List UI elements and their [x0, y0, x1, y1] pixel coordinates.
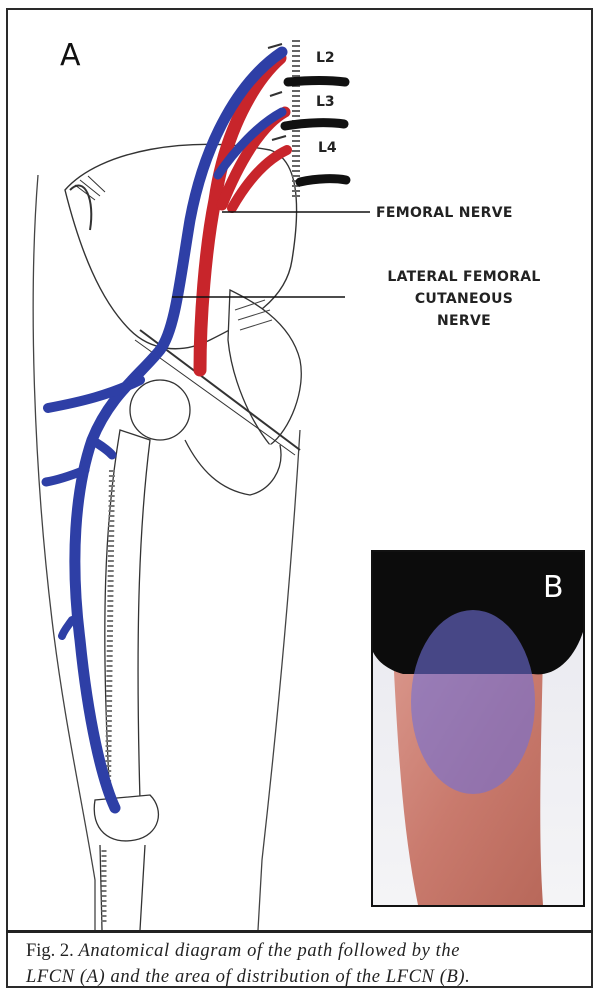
pelvis-inner: [228, 290, 301, 445]
caption-divider: [6, 930, 593, 933]
caption-fig-number: Fig. 2.: [26, 941, 74, 961]
lfcn-label: LATERAL FEMORAL CUTANEOUS NERVE: [354, 266, 574, 332]
vertebra-label-l3: L3: [316, 94, 335, 110]
vertebra-label-l2: L2: [316, 50, 335, 66]
vertebra-label-l4: L4: [318, 140, 337, 156]
femoral-nerve-label: FEMORAL NERVE: [376, 202, 513, 224]
femoral-head: [130, 380, 190, 440]
vertebra-l2: [288, 81, 345, 83]
caption-text-2: LFCN (A) and the area of distribution of…: [26, 964, 591, 990]
caption-line-1: Fig. 2. Anatomical diagram of the path f…: [26, 938, 591, 964]
panel-b-label: B: [543, 570, 564, 605]
distribution-area: [411, 610, 535, 794]
lfcn-label-line1: LATERAL FEMORAL: [354, 266, 574, 288]
vertebra-l4: [300, 179, 346, 182]
lfcn-label-line3: NERVE: [354, 310, 574, 332]
figure-caption: Fig. 2. Anatomical diagram of the path f…: [26, 938, 591, 990]
lfcn-label-line2: CUTANEOUS: [354, 288, 574, 310]
panel-a-label: A: [60, 38, 81, 73]
vertebra-l3: [285, 123, 344, 126]
thigh-outline: [33, 175, 95, 930]
caption-text-1: Anatomical diagram of the path followed …: [78, 941, 460, 961]
knee-bones: [94, 795, 158, 841]
thigh-inner-outline: [258, 430, 300, 930]
